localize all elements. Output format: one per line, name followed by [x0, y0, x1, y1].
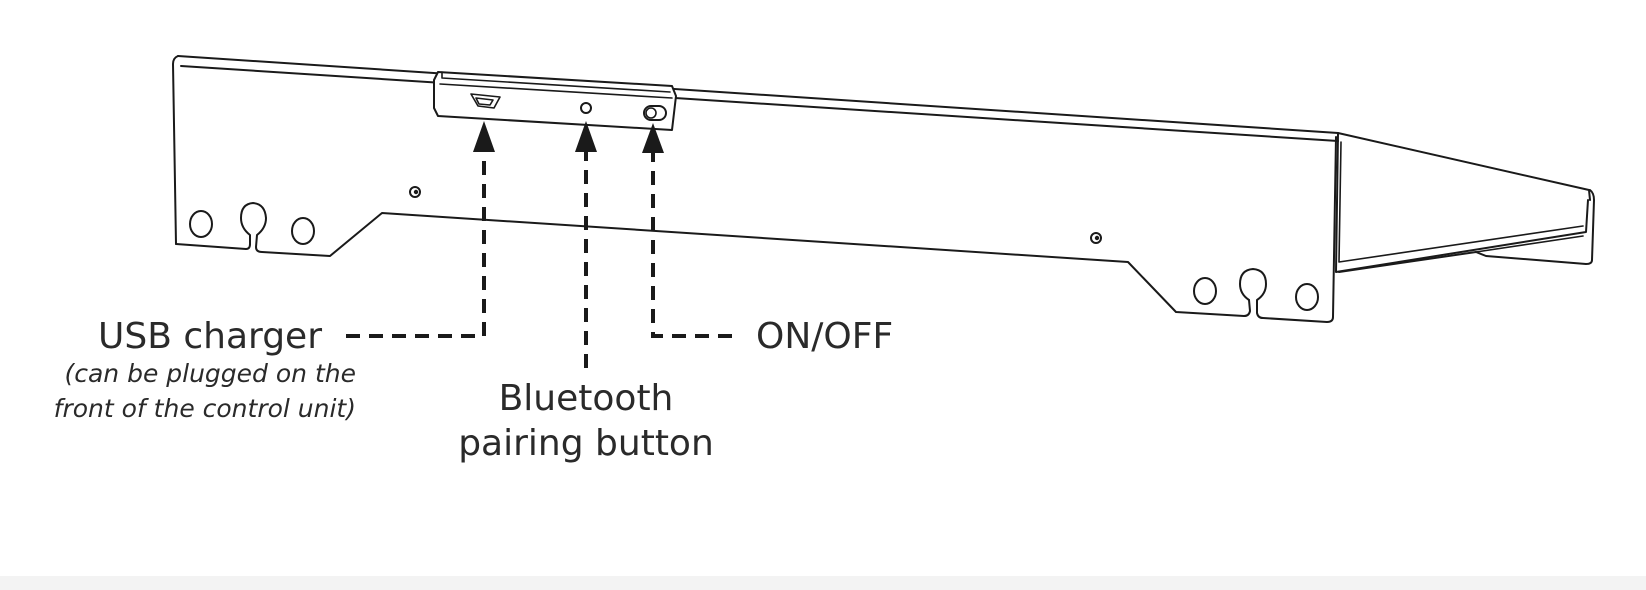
mounting-holes	[189, 186, 1319, 311]
usb-port	[470, 93, 501, 109]
power-switch	[643, 105, 667, 121]
bluetooth-label-line2: pairing button	[458, 423, 714, 464]
housing-body	[172, 55, 1595, 323]
bluetooth-leader	[575, 121, 597, 368]
power-label: ON/OFF	[756, 316, 893, 357]
control-panel	[433, 71, 677, 131]
power-leader	[642, 123, 732, 338]
usb-charger-note-line1: (can be plugged on the	[64, 359, 356, 388]
usb-leader	[346, 121, 495, 338]
bottom-border	[0, 576, 1646, 590]
usb-charger-note-line2: front of the control unit)	[54, 394, 356, 423]
bluetooth-label-line1: Bluetooth	[499, 378, 674, 419]
bluetooth-button	[580, 102, 592, 114]
usb-charger-label: USB charger	[98, 316, 322, 357]
